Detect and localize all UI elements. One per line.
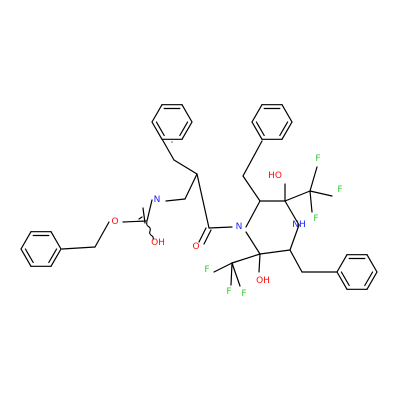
bond: [242, 140, 263, 177]
atom-label-n-carbamate: N: [154, 195, 161, 205]
bond: [165, 198, 186, 202]
phenyl-right-bond: [366, 254, 378, 273]
bond: [122, 220, 148, 223]
bond: [289, 224, 300, 251]
phenyl-left-bond: [20, 248, 32, 267]
phenyl-right-bond: [366, 271, 378, 290]
phenyl-top-right-bond: [281, 121, 293, 140]
bond: [184, 173, 198, 200]
bond: [230, 262, 233, 286]
atom-label-o-carbonyl: O: [192, 242, 199, 252]
phenyl-left-double-bond: [24, 248, 34, 264]
atom-text-n-ring: N: [236, 222, 243, 232]
phenyl-right-bond: [336, 254, 348, 273]
phenyl-right-bond: [336, 271, 348, 290]
bond: [161, 138, 175, 161]
phenyl-top-right-bond: [281, 104, 293, 123]
bond: [245, 200, 261, 228]
phenyl-top-double-bond: [155, 121, 165, 137]
atom-label-oh-lower: OH: [256, 276, 270, 286]
phenyl-right-double-bond: [340, 271, 350, 287]
phenyl-left-bond: [50, 231, 62, 250]
atom-label-n-ring: N: [236, 222, 243, 232]
phenyl-right-double-bond: [364, 271, 374, 287]
phenyl-top-right-bond: [251, 104, 263, 123]
atom-label-f-upper-2: F: [337, 185, 342, 195]
phenyl-left-bond: [20, 231, 32, 250]
atom-text-f-upper-2: F: [337, 185, 342, 195]
atom-label-f-lower-1: F: [204, 265, 209, 275]
phenyl-left-bond: [50, 248, 62, 267]
bond: [146, 199, 153, 222]
atom-text-o-ester: O: [111, 217, 118, 227]
bond: [203, 229, 212, 245]
bond: [259, 249, 291, 255]
atom-label-oh-carbamate: OH: [151, 238, 165, 248]
atom-text-f-lower-2: F: [226, 287, 231, 297]
atom-label-o-ester: O: [111, 217, 118, 227]
phenyl-top-bond: [151, 104, 163, 123]
atom-label-f-upper-3: F: [313, 214, 318, 224]
bond: [198, 227, 207, 243]
phenyl-top-right-bond: [251, 121, 263, 140]
bond: [61, 246, 96, 250]
bond: [208, 226, 233, 229]
bond: [309, 166, 318, 192]
bond: [173, 159, 198, 175]
bond: [231, 253, 261, 264]
bond-layer: [20, 104, 378, 290]
phenyl-left-double-bond: [48, 248, 58, 264]
bond: [94, 221, 110, 248]
bond: [196, 173, 210, 229]
bond: [245, 231, 261, 255]
bond: [309, 190, 333, 197]
bond: [142, 207, 146, 224]
atom-text-f-lower-1: F: [204, 265, 209, 275]
atom-text-f-lower-3: F: [241, 289, 246, 299]
phenyl-top-bond: [151, 121, 163, 140]
atom-text-oh-lower: OH: [256, 276, 270, 286]
bond: [231, 262, 241, 287]
atom-text-nh-ring: NH: [292, 220, 306, 230]
bond: [258, 253, 261, 273]
atom-text-oh-carbamate: OH: [151, 238, 165, 248]
bond: [309, 190, 313, 213]
atom-text-o-carbonyl: O: [192, 242, 199, 252]
atom-label-f-lower-2: F: [226, 287, 231, 297]
phenyl-top-right-double-bond: [255, 121, 265, 137]
atom-label-f-lower-3: F: [241, 289, 246, 299]
atom-label-nh-ring: NH: [292, 220, 306, 230]
bond: [213, 262, 233, 273]
atom-label-oh-upper: HO: [268, 171, 282, 181]
atom-label-f-upper-1: F: [315, 154, 320, 164]
bond: [138, 216, 143, 220]
atom-text-f-upper-1: F: [315, 154, 320, 164]
bond: [289, 249, 303, 273]
bond: [242, 175, 261, 202]
wavy-bond: [146, 221, 154, 241]
bond: [284, 190, 311, 202]
atom-text-n-carbamate: N: [154, 195, 161, 205]
phenyl-top-bond: [181, 104, 193, 123]
phenyl-top-bond: [181, 121, 193, 140]
atom-text-f-upper-3: F: [313, 214, 318, 224]
phenyl-top-double-bond: [179, 121, 189, 137]
atom-text-oh-upper: HO: [268, 171, 282, 181]
phenyl-top-right-double-bond: [279, 121, 289, 137]
bond: [284, 200, 300, 226]
